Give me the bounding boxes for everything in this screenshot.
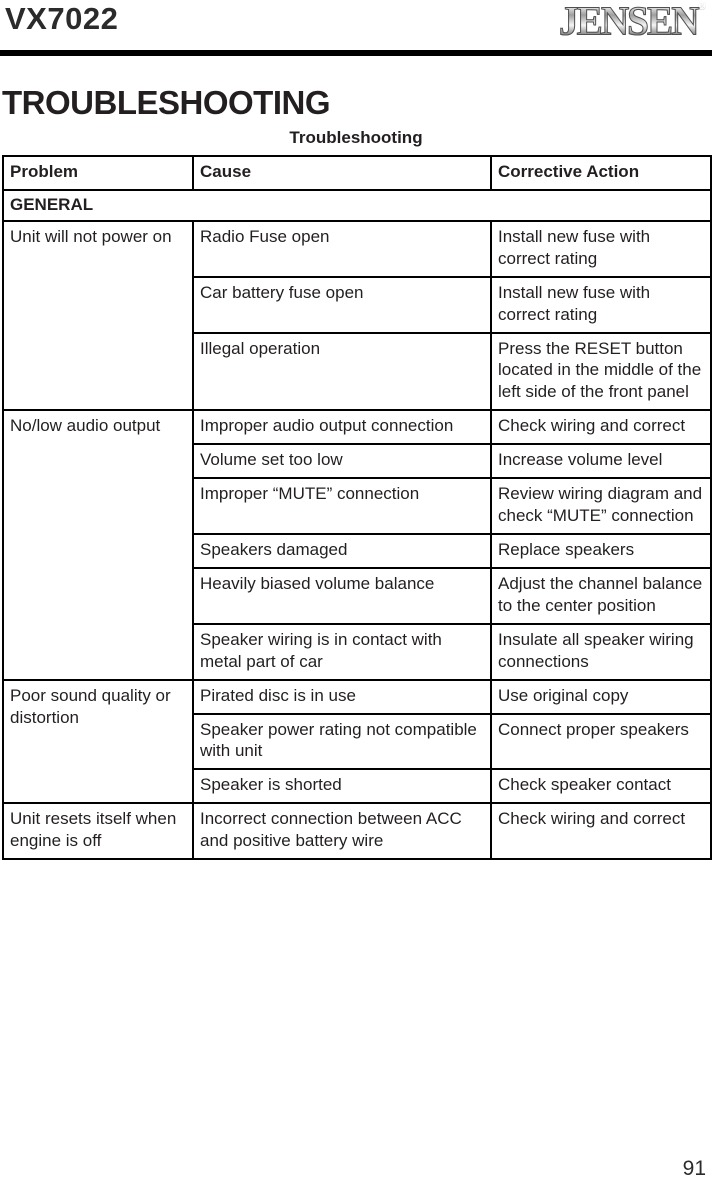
cause-cell: Illegal operation	[192, 331, 492, 412]
action-cell: Replace speakers	[490, 532, 712, 569]
table-row: Speaker power rating not compatible with…	[3, 712, 712, 771]
problem-cell: Poor sound quality or distortion	[2, 678, 194, 805]
table-row: Illegal operation Press the RESET button…	[3, 331, 712, 412]
problem-cell: Unit will not power on	[2, 219, 194, 412]
table-row: Speakers damaged Replace speakers	[3, 532, 712, 569]
cause-cell: Speaker wiring is in contact with metal …	[192, 622, 492, 681]
table-row: Poor sound quality or distortion Pirated…	[2, 678, 712, 805]
jensen-logo: JENSEN®	[558, 0, 706, 44]
action-cell: Insulate all speaker wiring connections	[490, 622, 712, 681]
cause-cell: Radio Fuse open	[192, 219, 492, 278]
cause-cell: Speaker power rating not compatible with…	[192, 712, 492, 771]
problem-cell: Unit resets itself when engine is off	[2, 802, 194, 861]
table-caption: Troubleshooting	[289, 128, 423, 147]
jensen-logo-text: JENSEN	[558, 0, 700, 44]
action-cell: Increase volume level	[490, 443, 712, 480]
action-cell: Connect proper speakers	[490, 712, 712, 771]
table-row: Speaker is shorted Check speaker contact	[3, 768, 712, 805]
action-cell: Check wiring and correct	[490, 409, 712, 446]
troubleshooting-table: Problem Cause Corrective Action GENERAL …	[2, 155, 712, 861]
cause-cell: Car battery fuse open	[192, 275, 492, 334]
action-cell: Use original copy	[490, 678, 712, 715]
page-number: 91	[682, 1157, 706, 1180]
cause-cell: Improper audio output connection	[192, 409, 492, 446]
table-row: Volume set too low Increase volume level	[3, 443, 712, 480]
cause-cell: Incorrect connection between ACC and pos…	[192, 802, 492, 861]
cause-cell: Heavily biased volume balance	[192, 566, 492, 625]
action-cell: Check wiring and correct	[490, 802, 712, 861]
page-title-model: VX7022	[5, 1, 119, 36]
cause-cell: Pirated disc is in use	[192, 678, 492, 715]
action-cell: Check speaker contact	[490, 768, 712, 805]
table-row: Unit resets itself when engine is off In…	[2, 802, 712, 861]
table-row: Car battery fuse open Install new fuse w…	[3, 275, 712, 334]
section-heading: TROUBLESHOOTING	[2, 84, 331, 121]
action-cell: Install new fuse with correct rating	[490, 219, 712, 278]
action-cell: Press the RESET button located in the mi…	[490, 331, 712, 412]
table-row: No/low audio output Improper audio outpu…	[2, 409, 712, 681]
cause-cell: Speakers damaged	[192, 532, 492, 569]
table-header-row: Problem Cause Corrective Action	[2, 155, 712, 191]
table-row: Improper “MUTE” connection Review wiring…	[3, 477, 712, 535]
action-cell: Adjust the channel balance to the center…	[490, 566, 712, 625]
col-header-cause: Cause	[192, 155, 492, 191]
col-header-problem: Problem	[2, 155, 194, 191]
action-cell: Review wiring diagram and check “MUTE” c…	[490, 477, 712, 535]
col-header-corrective-action: Corrective Action	[490, 155, 712, 191]
header-divider	[0, 50, 712, 56]
cause-cell: Volume set too low	[192, 443, 492, 480]
problem-cell: No/low audio output	[2, 409, 194, 681]
table-group-row: GENERAL	[2, 188, 712, 222]
table-row: Speaker wiring is in contact with metal …	[3, 622, 712, 681]
registered-trademark-icon: ®	[697, 0, 706, 14]
cause-cell: Improper “MUTE” connection	[192, 477, 492, 535]
table-row: Heavily biased volume balance Adjust the…	[3, 566, 712, 625]
group-label: GENERAL	[2, 188, 712, 222]
cause-cell: Speaker is shorted	[192, 768, 492, 805]
table-row: Unit will not power on Radio Fuse open I…	[2, 219, 712, 412]
action-cell: Install new fuse with correct rating	[490, 275, 712, 334]
